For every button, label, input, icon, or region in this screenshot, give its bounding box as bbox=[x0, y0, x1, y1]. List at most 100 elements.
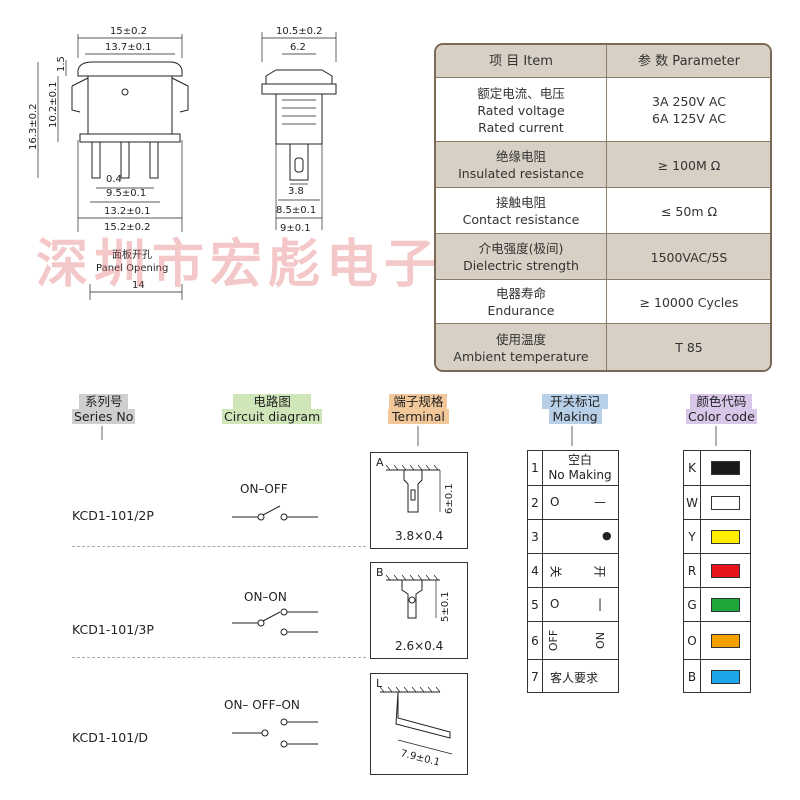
category-circuit-cn: 电路图 bbox=[233, 394, 311, 409]
category-making-en: Making bbox=[548, 409, 602, 424]
making-num: 3 bbox=[528, 520, 543, 554]
param-value: 1500VAC/5S bbox=[650, 249, 728, 265]
dim-15: 15±0.2 bbox=[110, 26, 147, 37]
param-item-cn: 使用温度 bbox=[495, 331, 546, 347]
dim-62: 6.2 bbox=[290, 42, 306, 53]
category-circuit: 电路图 Circuit diagram bbox=[222, 394, 323, 424]
making-num: 4 bbox=[528, 554, 543, 588]
terminal-l-box: L bbox=[370, 673, 468, 775]
param-header-item: 项 目 Item bbox=[489, 53, 553, 69]
making-num: 2 bbox=[528, 486, 543, 520]
param-item-en: Ambient temperature bbox=[453, 348, 589, 364]
terminal-drawings: 6±0.1 5±0.1 7.9±0.1 bbox=[379, 464, 455, 769]
param-item-en: Insulated resistance bbox=[458, 166, 584, 181]
making-row-4: 4 关 开 bbox=[528, 553, 618, 588]
param-header-parameter: 参 数 Parameter bbox=[606, 45, 770, 77]
param-row-endurance: 电器寿命 Endurance ≥ 10000 Cycles bbox=[436, 279, 770, 324]
color-code-table: K W Y R G O B bbox=[683, 450, 751, 693]
color-row-g: G bbox=[684, 587, 750, 622]
color-letter: Y bbox=[684, 520, 701, 554]
dim-85: 8.5±0.1 bbox=[276, 205, 316, 216]
category-color-en: Color code bbox=[686, 409, 757, 424]
panel-title-en: Panel Opening bbox=[96, 263, 168, 274]
param-value: ≤ 50m Ω bbox=[660, 203, 718, 219]
dim-163: 16.3±0.2 bbox=[28, 103, 39, 150]
color-letter: K bbox=[684, 451, 701, 485]
circuit-label-on-off-on: ON– OFF–ON bbox=[224, 698, 300, 712]
making-row-5: 5 O | bbox=[528, 587, 618, 622]
param-item-cn: 电器寿命 bbox=[495, 286, 546, 301]
terminal-l-dim: 7.9±0.1 bbox=[399, 748, 441, 768]
color-swatch-red bbox=[711, 564, 740, 578]
dim-95: 9.5±0.1 bbox=[106, 188, 146, 199]
making-num: 1 bbox=[528, 451, 543, 485]
param-item-en: Contact resistance bbox=[462, 212, 580, 227]
terminal-b-dim: 5±0.1 bbox=[440, 591, 451, 622]
dim-04: 0.4 bbox=[106, 174, 122, 185]
dim-132: 13.2±0.1 bbox=[104, 206, 151, 217]
color-row-k: K bbox=[684, 451, 750, 485]
param-row-contact: 接触电阻 Contact resistance ≤ 50m Ω bbox=[436, 187, 770, 234]
category-making: 开关标记 Making bbox=[542, 394, 609, 424]
circuit-diagrams bbox=[232, 505, 318, 748]
row-divider bbox=[72, 546, 366, 547]
color-swatch-yellow bbox=[711, 530, 740, 544]
param-item-en: Rated voltage bbox=[477, 102, 565, 118]
param-value: 6A 125V AC bbox=[652, 111, 726, 126]
param-value: ≥ 10000 Cycles bbox=[639, 294, 739, 310]
making-symbol-right: ON bbox=[593, 632, 607, 649]
making-symbol-right: — bbox=[594, 495, 606, 509]
color-letter: O bbox=[684, 622, 701, 660]
color-letter: R bbox=[684, 554, 701, 588]
param-value: 3A 250V AC bbox=[652, 94, 726, 109]
dim-137: 13.7±0.1 bbox=[105, 42, 152, 53]
category-terminal-cn: 端子规格 bbox=[389, 394, 448, 409]
category-terminal-en: Terminal bbox=[388, 409, 449, 424]
dim-15-vertical: 1.5 bbox=[56, 56, 67, 72]
param-item-en: Endurance bbox=[487, 303, 555, 318]
making-symbol-left: O bbox=[550, 495, 560, 509]
terminal-b-box: B 2.6×0.4 bbox=[370, 562, 468, 659]
making-num: 5 bbox=[528, 588, 543, 622]
terminal-a-size: 3.8×0.4 bbox=[395, 529, 444, 543]
param-value: ≥ 100M Ω bbox=[657, 157, 721, 173]
color-row-w: W bbox=[684, 485, 750, 520]
making-symbol-right: | bbox=[598, 597, 603, 611]
color-letter: W bbox=[684, 486, 701, 520]
terminal-a-box: A 3.8×0.4 bbox=[370, 452, 468, 549]
category-making-cn: 开关标记 bbox=[542, 394, 609, 409]
making-row-7: 7 客人要求 bbox=[528, 659, 618, 693]
making-no-making-cn: 空白 bbox=[567, 453, 592, 467]
dim-38: 3.8 bbox=[288, 186, 304, 197]
making-num: 7 bbox=[528, 660, 543, 693]
color-swatch-orange bbox=[711, 634, 740, 648]
dim-152: 15.2±0.2 bbox=[104, 222, 151, 233]
making-num: 6 bbox=[528, 622, 543, 660]
param-row-dielectric: 介电强度(极间)Dielectric strength 1500VAC/5S bbox=[436, 233, 770, 280]
panel-width: 14 bbox=[132, 280, 145, 291]
param-item-cn: 介电强度(极间) bbox=[478, 241, 564, 256]
circuit-label-on-off: ON–OFF bbox=[240, 482, 288, 496]
front-view-drawing: 15±0.2 13.7±0.1 1.5 10.2±0.1 16.3±0.2 0.… bbox=[28, 26, 337, 300]
making-symbol-right: 开 bbox=[592, 565, 607, 578]
making-table: 1 空白 No Making 2 O — 3 ● 4 关 开 5 O | 6 O… bbox=[527, 450, 619, 693]
color-letter: G bbox=[684, 588, 701, 622]
dim-105: 10.5±0.2 bbox=[276, 26, 323, 37]
color-letter: B bbox=[684, 660, 701, 693]
category-series: 系列号 Series No bbox=[72, 394, 136, 424]
dim-102: 10.2±0.1 bbox=[48, 81, 59, 128]
terminal-b-letter: B bbox=[376, 566, 384, 579]
terminal-l-letter: L bbox=[376, 677, 383, 690]
param-item-en: Rated current bbox=[478, 119, 564, 135]
param-item-cn: 额定电流、电压 bbox=[477, 85, 565, 101]
making-symbol-left: 关 bbox=[548, 565, 563, 578]
color-row-b: B bbox=[684, 659, 750, 693]
category-circuit-en: Circuit diagram bbox=[222, 409, 323, 424]
panel-title-cn: 面板开孔 bbox=[112, 248, 152, 261]
param-item-cn: 接触电阻 bbox=[495, 195, 546, 210]
dim-9: 9±0.1 bbox=[280, 223, 311, 234]
param-value: T 85 bbox=[675, 340, 703, 355]
